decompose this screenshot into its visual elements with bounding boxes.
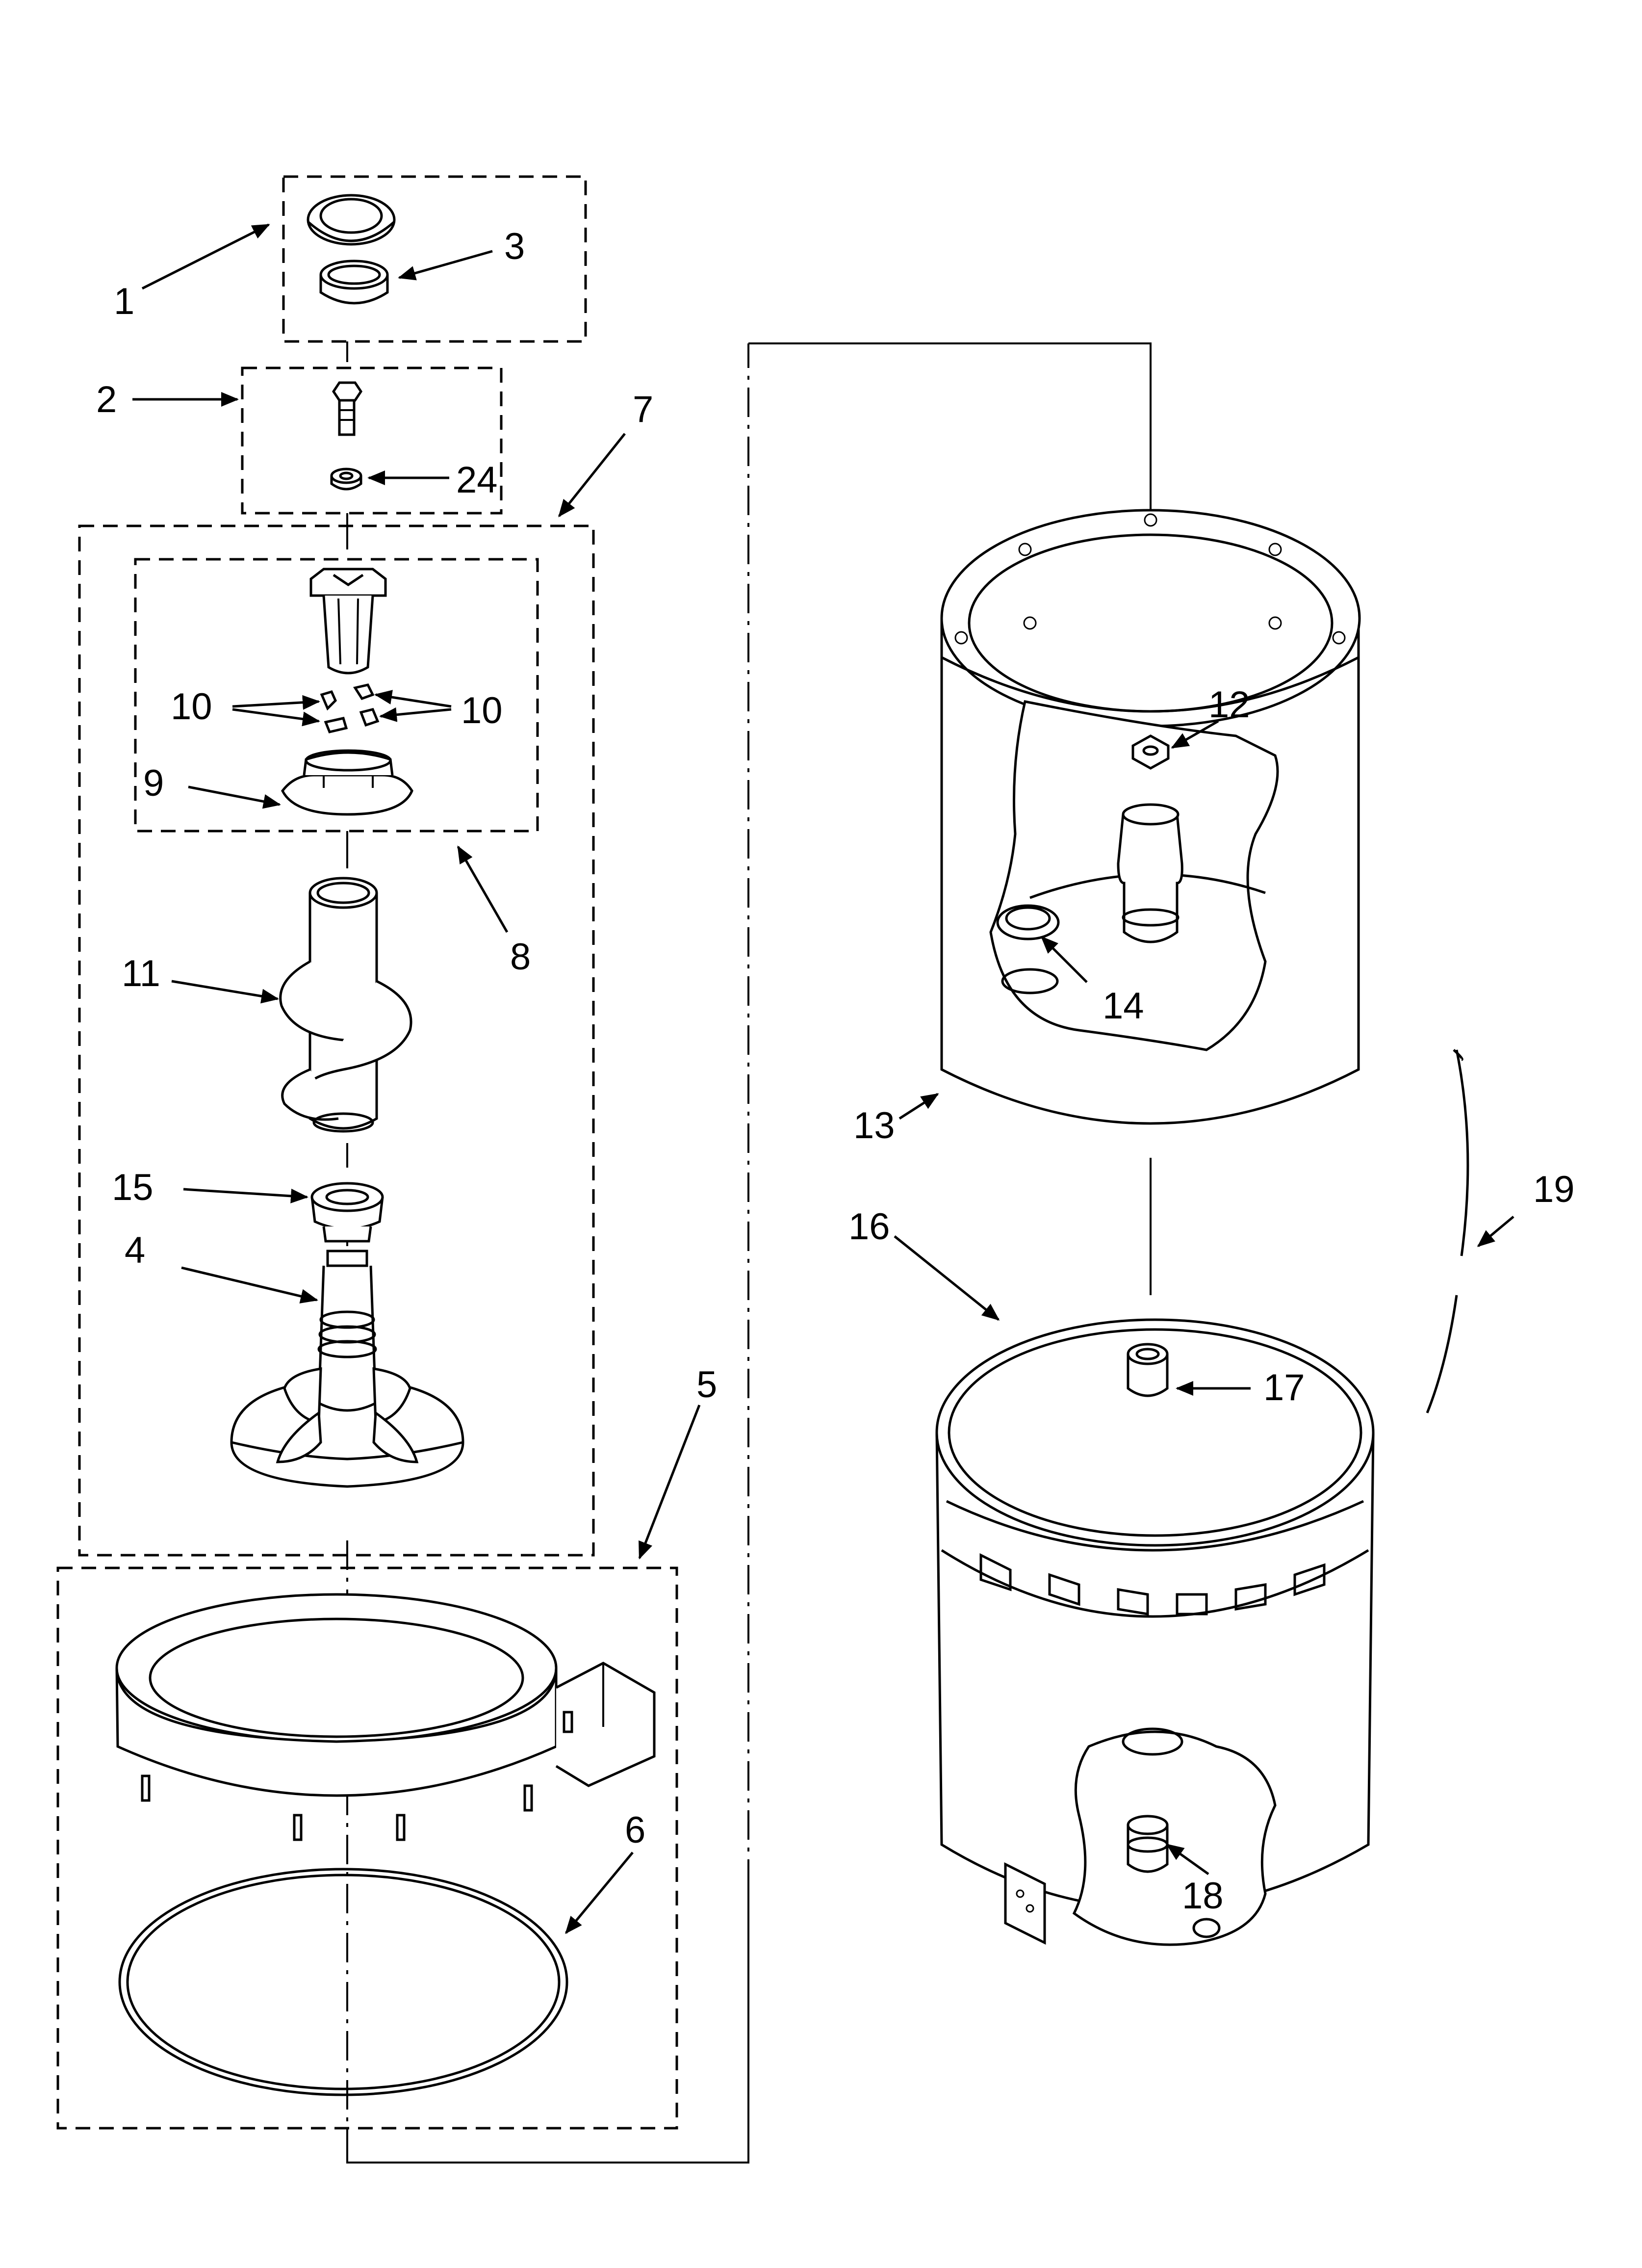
leader-arrows [132, 223, 1514, 1934]
outer-tub [935, 1318, 1375, 1946]
callout-15: 15 [112, 1167, 154, 1208]
callout-10-right: 10 [461, 690, 503, 731]
tub-drain-fitting [1127, 1815, 1169, 1873]
callout-1: 1 [114, 281, 134, 322]
callout-24: 24 [456, 459, 498, 501]
callout-11: 11 [122, 953, 160, 994]
callout-10-left: 10 [171, 686, 212, 728]
box-agitator-bolt [241, 366, 503, 515]
callout-8: 8 [510, 936, 531, 978]
callout-19: 19 [1533, 1169, 1575, 1210]
tub-ring [115, 1593, 656, 1841]
callout-6: 6 [625, 1809, 645, 1851]
group-boxes [56, 175, 678, 2130]
callout-13: 13 [853, 1105, 895, 1147]
agitator-auger [279, 877, 412, 1133]
tub-seal-ring [118, 1868, 568, 2096]
agitator-bolt [332, 381, 363, 436]
bolt-washer [330, 468, 362, 491]
cap-seal-ring [319, 260, 389, 305]
basket-drive-nut [1131, 734, 1170, 770]
callout-14: 14 [1103, 985, 1144, 1027]
callout-labels: 1 2 3 24 7 10 10 9 8 11 15 4 5 6 12 14 1… [96, 226, 1575, 1917]
agitator-cam [281, 749, 413, 816]
callout-16: 16 [848, 1206, 890, 1248]
callout-3: 3 [504, 226, 525, 267]
callout-12: 12 [1208, 684, 1250, 726]
agitator-dogs [320, 683, 380, 733]
agitator-cap [307, 194, 396, 246]
callout-18: 18 [1182, 1875, 1224, 1917]
cam-dog-housing [309, 568, 387, 675]
box-agitator-assembly [78, 524, 595, 1557]
box-cam-kit [134, 558, 539, 833]
box-agitator-cap [282, 175, 587, 343]
callout-9: 9 [143, 762, 164, 804]
callout-4: 4 [125, 1229, 145, 1271]
agitator-base [230, 1250, 464, 1488]
callout-2: 2 [96, 379, 117, 420]
auger-clutch [310, 1182, 384, 1243]
basket-hole-plug [996, 904, 1060, 994]
callout-5: 5 [696, 1364, 717, 1406]
box-tub-ring [56, 1566, 678, 2130]
pressure-hose [1426, 1049, 1469, 1413]
callout-7: 7 [633, 389, 653, 430]
callout-17: 17 [1263, 1367, 1305, 1408]
wash-basket [940, 509, 1361, 1125]
tub-bearing [1127, 1343, 1169, 1397]
